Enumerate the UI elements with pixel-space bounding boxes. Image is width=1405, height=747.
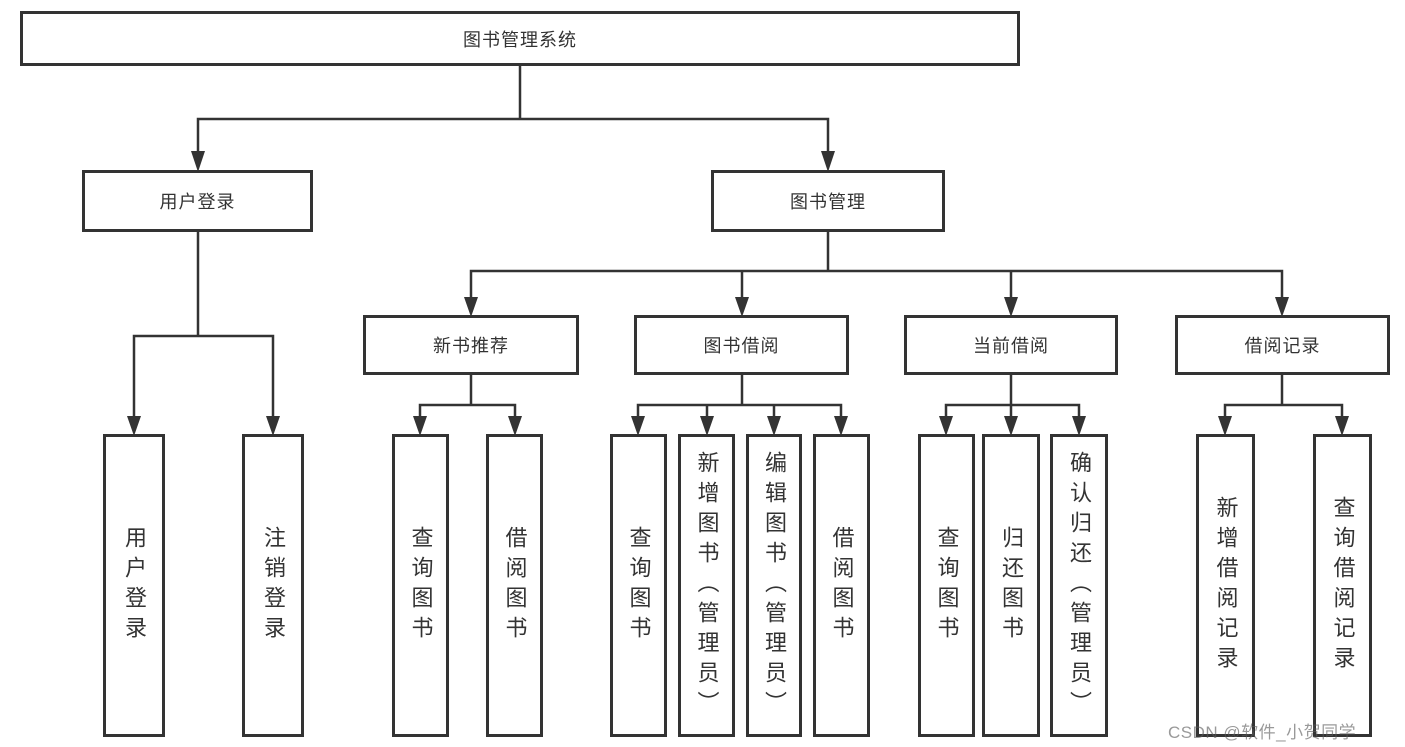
- node-book-borrow: 图书借阅: [634, 315, 849, 375]
- leaf-add-books-admin: 新增图书（管理员）: [678, 434, 735, 737]
- node-label: 新书推荐: [433, 336, 509, 356]
- leaf-borrow-books-2: 借阅图书: [813, 434, 870, 737]
- node-book-management: 图书管理: [711, 170, 945, 232]
- leaf-borrow-books-1: 借阅图书: [486, 434, 543, 737]
- node-borrow-records: 借阅记录: [1175, 315, 1390, 375]
- node-label: 用户登录: [159, 192, 236, 212]
- leaf-query-borrow-record: 查询借阅记录: [1313, 434, 1372, 737]
- node-label: 新增借阅记录: [1213, 495, 1239, 676]
- node-label: 确认归还（管理员）: [1067, 450, 1092, 721]
- node-label: 查询图书: [408, 525, 434, 646]
- leaf-return-books: 归还图书: [982, 434, 1040, 737]
- node-label: 借阅记录: [1244, 336, 1321, 356]
- leaf-user-login: 用户登录: [103, 434, 165, 737]
- node-label: 用户登录: [122, 525, 147, 646]
- leaf-query-books-2: 查询图书: [610, 434, 667, 737]
- node-root-system: 图书管理系统: [20, 11, 1020, 66]
- node-label: 图书管理系统: [463, 29, 577, 50]
- node-new-book-recommend: 新书推荐: [363, 315, 579, 375]
- leaf-confirm-return-admin: 确认归还（管理员）: [1050, 434, 1108, 737]
- node-label: 借阅图书: [502, 525, 528, 646]
- leaf-query-books-1: 查询图书: [392, 434, 449, 737]
- node-label: 借阅图书: [829, 525, 855, 646]
- node-label: 查询图书: [626, 525, 652, 646]
- node-label: 当前借阅: [973, 336, 1049, 356]
- node-label: 注销登录: [261, 525, 286, 646]
- node-label: 图书管理: [790, 192, 866, 212]
- leaf-edit-books-admin: 编辑图书（管理员）: [746, 434, 802, 737]
- node-label: 查询借阅记录: [1330, 495, 1356, 676]
- leaf-logout: 注销登录: [242, 434, 304, 737]
- node-label: 编辑图书（管理员）: [762, 450, 787, 721]
- leaf-query-books-3: 查询图书: [918, 434, 975, 737]
- node-label: 新增图书（管理员）: [694, 450, 720, 721]
- node-user-login: 用户登录: [82, 170, 313, 232]
- node-label: 归还图书: [999, 525, 1024, 646]
- node-label: 图书借阅: [703, 336, 780, 356]
- csdn-watermark: CSDN @软件_小贺同学: [1168, 723, 1357, 742]
- node-current-borrow: 当前借阅: [904, 315, 1118, 375]
- node-label: 查询图书: [934, 525, 960, 646]
- leaf-add-borrow-record: 新增借阅记录: [1196, 434, 1255, 737]
